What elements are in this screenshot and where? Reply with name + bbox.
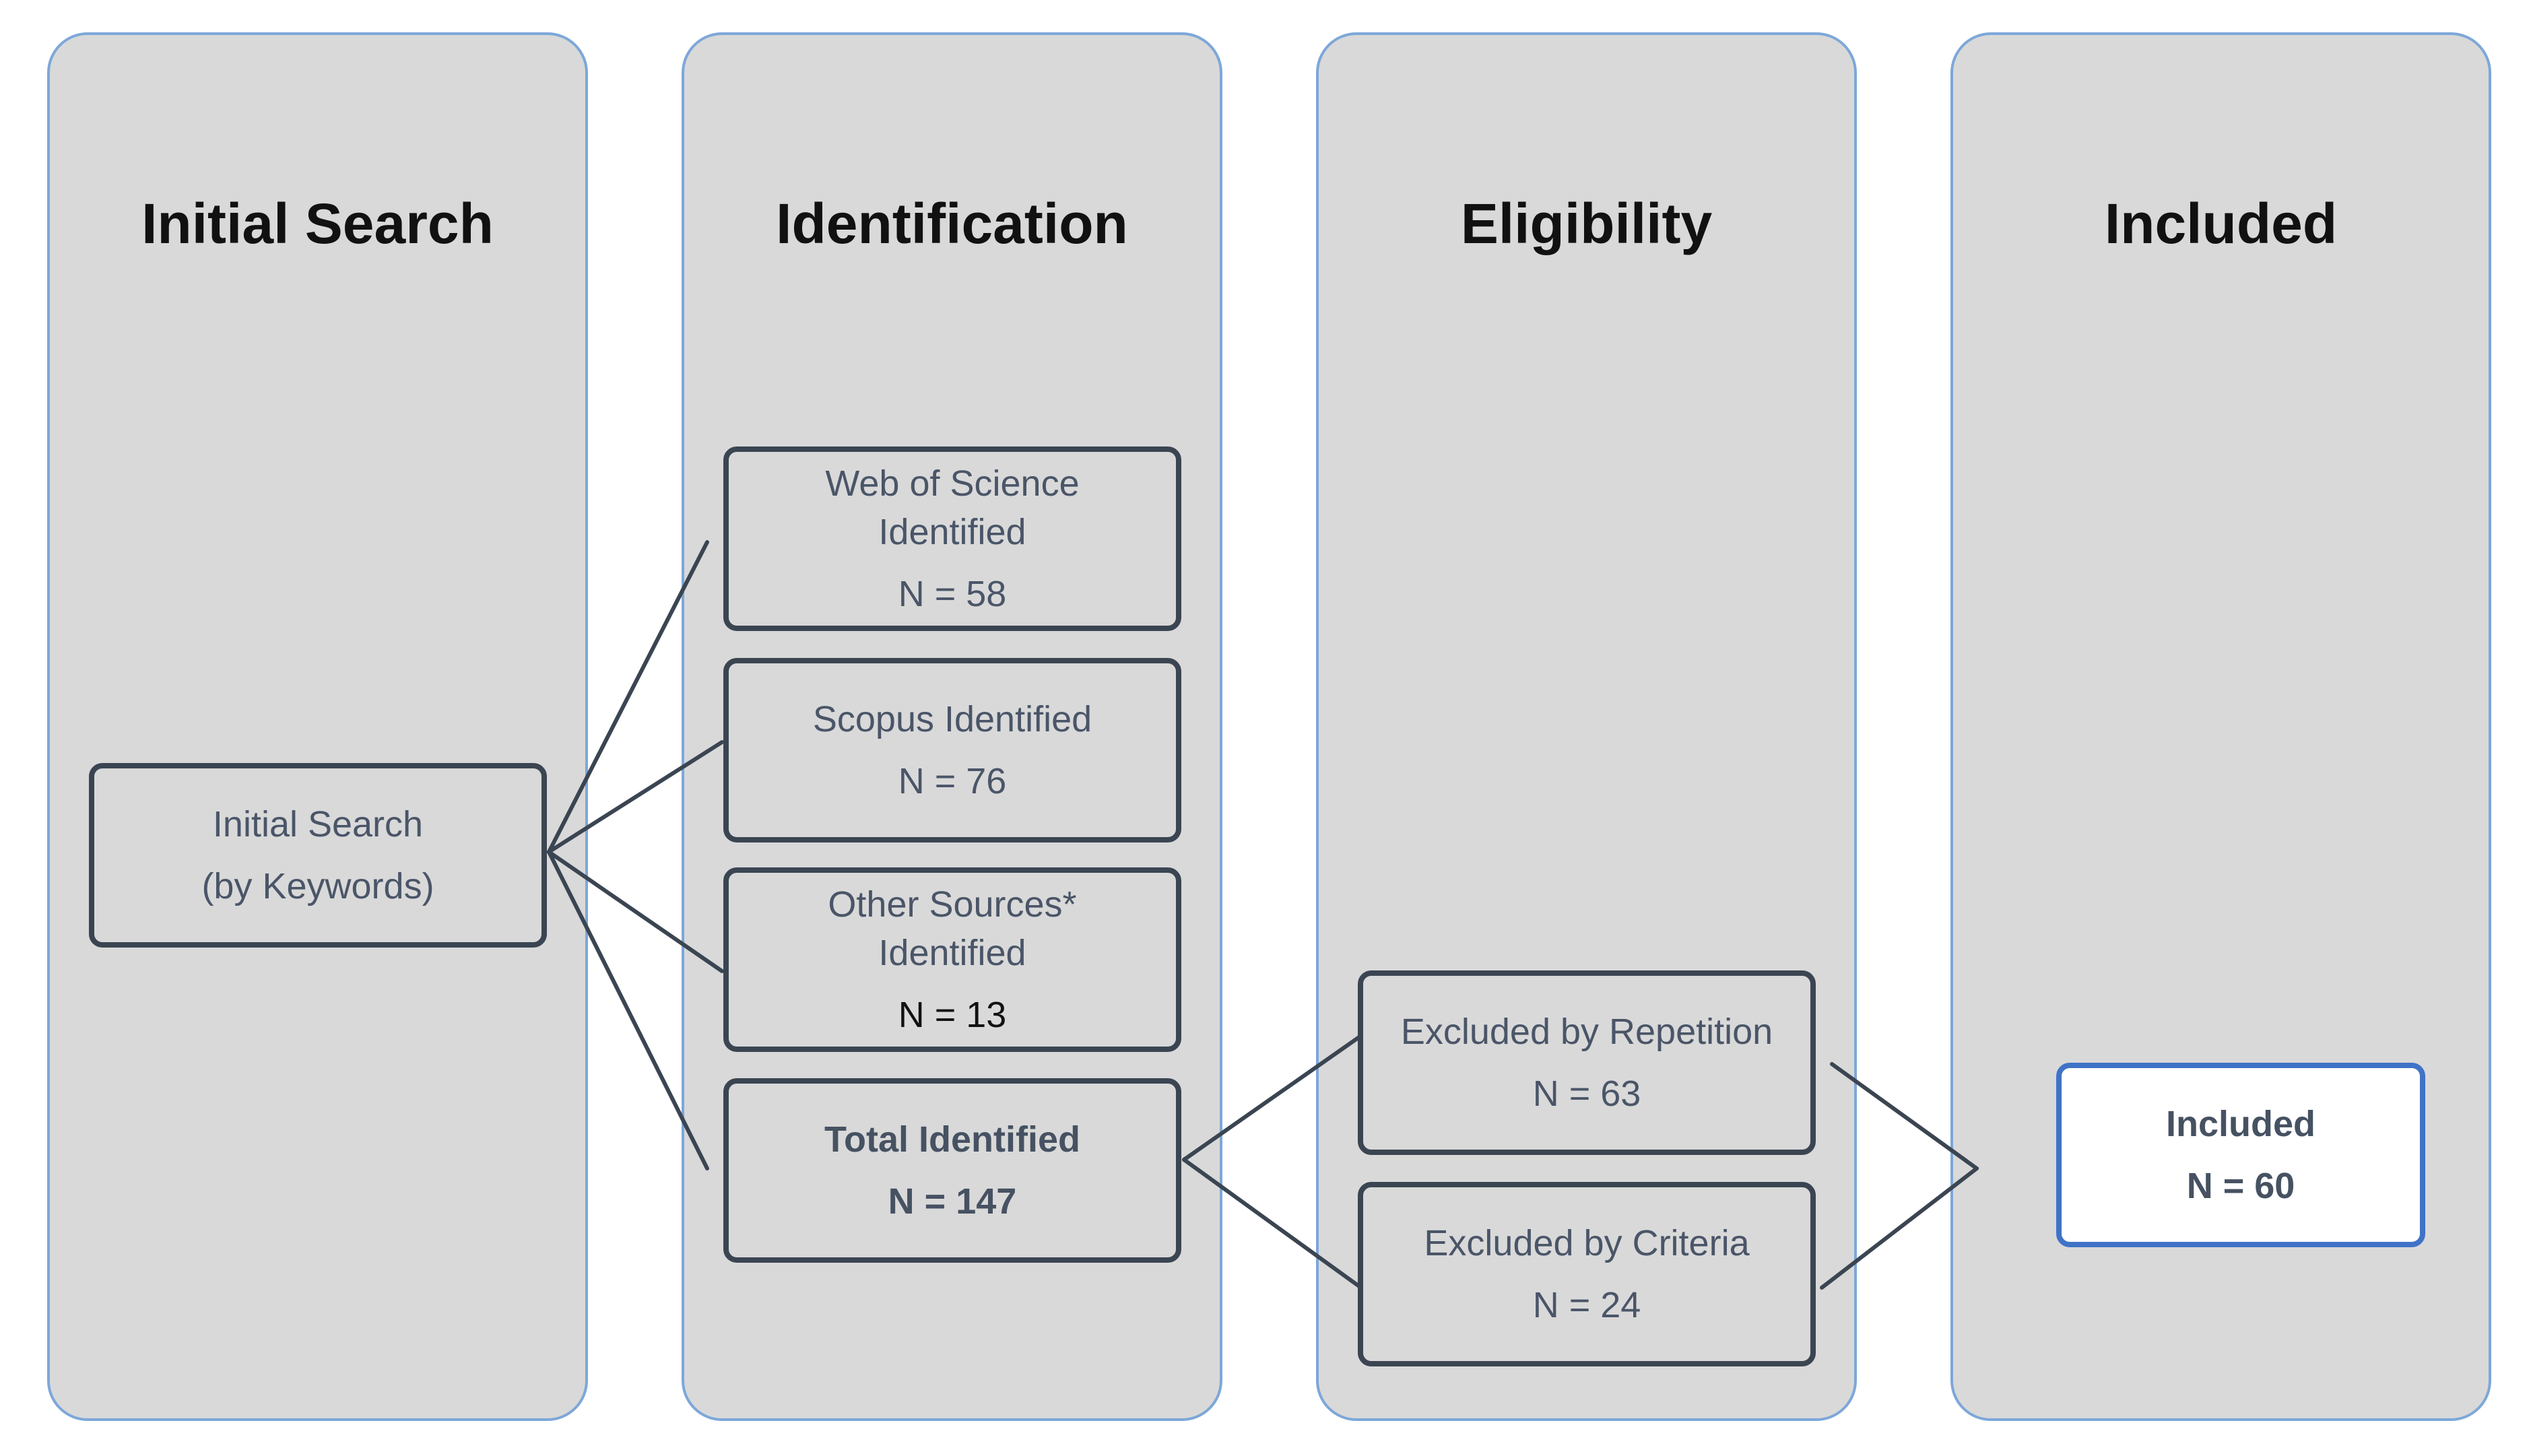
- box-label: Initial Search: [212, 804, 424, 845]
- column-title: Identification: [776, 192, 1128, 255]
- box-count: N = 60: [2186, 1166, 2295, 1206]
- box-label: Total Identified: [824, 1119, 1080, 1160]
- excluded-criteria-box: Excluded by Criteria N = 24: [1358, 1182, 1816, 1366]
- box-label: Identified: [878, 512, 1026, 552]
- initial-search-box: Initial Search (by Keywords): [89, 763, 547, 948]
- scopus-box: Scopus Identified N = 76: [723, 658, 1181, 842]
- box-label: (by Keywords): [201, 866, 434, 906]
- web-of-science-box: Web of Science Identified N = 58: [723, 446, 1181, 631]
- box-label: Included: [2165, 1104, 2315, 1144]
- column-initial-search: Initial Search: [47, 32, 588, 1421]
- box-label: Other Sources*: [828, 884, 1077, 925]
- box-label: Scopus Identified: [812, 699, 1092, 739]
- box-count: N = 63: [1532, 1073, 1641, 1114]
- box-label: Excluded by Repetition: [1400, 1012, 1773, 1052]
- box-count: N = 58: [898, 574, 1007, 614]
- box-count: N = 147: [888, 1181, 1017, 1222]
- excluded-repetition-box: Excluded by Repetition N = 63: [1358, 970, 1816, 1155]
- box-label: Excluded by Criteria: [1424, 1223, 1750, 1263]
- included-box: Included N = 60: [2056, 1063, 2425, 1247]
- box-label: Web of Science: [825, 463, 1080, 504]
- column-title: Included: [2104, 192, 2338, 255]
- column-title: Initial Search: [141, 192, 494, 255]
- box-count: N = 13: [898, 995, 1007, 1035]
- box-count: N = 24: [1532, 1285, 1641, 1325]
- total-identified-box: Total Identified N = 147: [723, 1078, 1181, 1263]
- box-count: N = 76: [898, 761, 1007, 801]
- column-title: Eligibility: [1460, 192, 1713, 255]
- other-sources-box: Other Sources* Identified N = 13: [723, 867, 1181, 1052]
- box-label: Identified: [878, 933, 1026, 973]
